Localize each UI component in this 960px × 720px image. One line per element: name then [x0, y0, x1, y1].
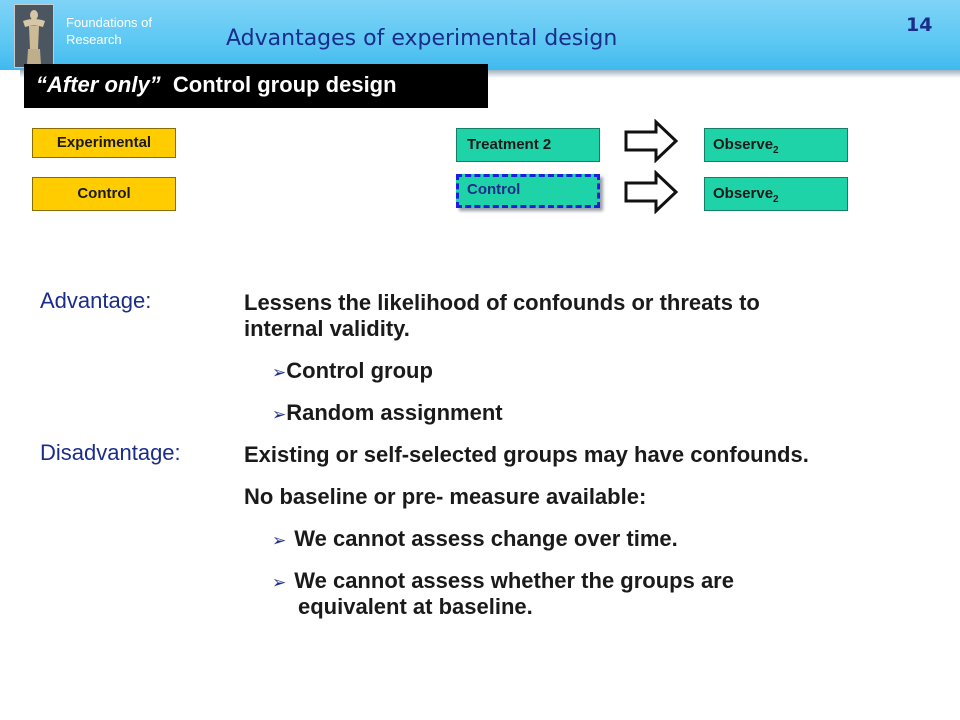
- treatment-label: Treatment 2: [467, 136, 552, 153]
- disadvantage-bullet: ➢ We cannot assess change over time.: [272, 526, 678, 554]
- subtitle-italic: “After only”: [36, 72, 161, 97]
- advantage-line-1: Lessens the likelihood of confounds or t…: [244, 290, 760, 315]
- observe-box-control: Observe2: [704, 177, 848, 211]
- group-control: Control: [32, 177, 176, 211]
- header-shadow: [20, 70, 960, 78]
- group-experimental: Experimental: [32, 128, 176, 158]
- observe-label: Observe: [713, 185, 774, 202]
- statue-logo-icon: [14, 4, 54, 68]
- advantage-bullet-text: Control group: [286, 358, 433, 383]
- observe-subscript: 2: [773, 145, 779, 156]
- advantage-bullet: ➢Random assignment: [272, 400, 503, 428]
- slide-title: Advantages of experimental design: [226, 26, 618, 51]
- disadvantage-bullet-continuation: equivalent at baseline.: [298, 594, 533, 619]
- slide-number: 14: [906, 14, 933, 36]
- design-subtitle: “After only” Control group design: [24, 64, 488, 108]
- advantage-label: Advantage:: [40, 288, 152, 313]
- advantage-line-2: internal validity.: [244, 316, 410, 341]
- header-banner: [0, 0, 960, 70]
- observe-box-treatment: Observe2: [704, 128, 848, 162]
- disadvantage-line-1: Existing or self-selected groups may hav…: [244, 442, 809, 467]
- disadvantage-label: Disadvantage:: [40, 440, 181, 465]
- observe-label: Observe: [713, 136, 774, 153]
- advantage-bullet-text: Random assignment: [286, 400, 503, 425]
- group-experimental-label: Experimental: [56, 134, 152, 151]
- treatment-box: Treatment 2: [456, 128, 600, 162]
- arrow-bullet-icon: ➢: [272, 363, 287, 383]
- control-treatment-box: Control: [456, 174, 600, 208]
- disadvantage-bullet-text: We cannot assess change over time.: [294, 526, 678, 551]
- arrow-bullet-icon: ➢: [272, 573, 287, 593]
- control-treatment-label: Control: [467, 181, 521, 198]
- disadvantage-bullet-text: We cannot assess whether the groups are: [294, 568, 734, 593]
- group-control-label: Control: [77, 185, 131, 202]
- subtitle-rest: Control group design: [172, 72, 397, 97]
- disadvantage-line-2: No baseline or pre- measure available:: [244, 484, 647, 509]
- arrow-bullet-icon: ➢: [272, 405, 287, 425]
- advantage-bullet: ➢Control group: [272, 358, 433, 386]
- arrow-bullet-icon: ➢: [272, 531, 287, 551]
- arrow-right-icon: [624, 170, 679, 214]
- course-name: Foundations of Research: [66, 15, 153, 47]
- observe-subscript: 2: [773, 194, 779, 205]
- disadvantage-bullet: ➢ We cannot assess whether the groups are: [272, 568, 734, 596]
- arrow-right-icon: [624, 119, 679, 163]
